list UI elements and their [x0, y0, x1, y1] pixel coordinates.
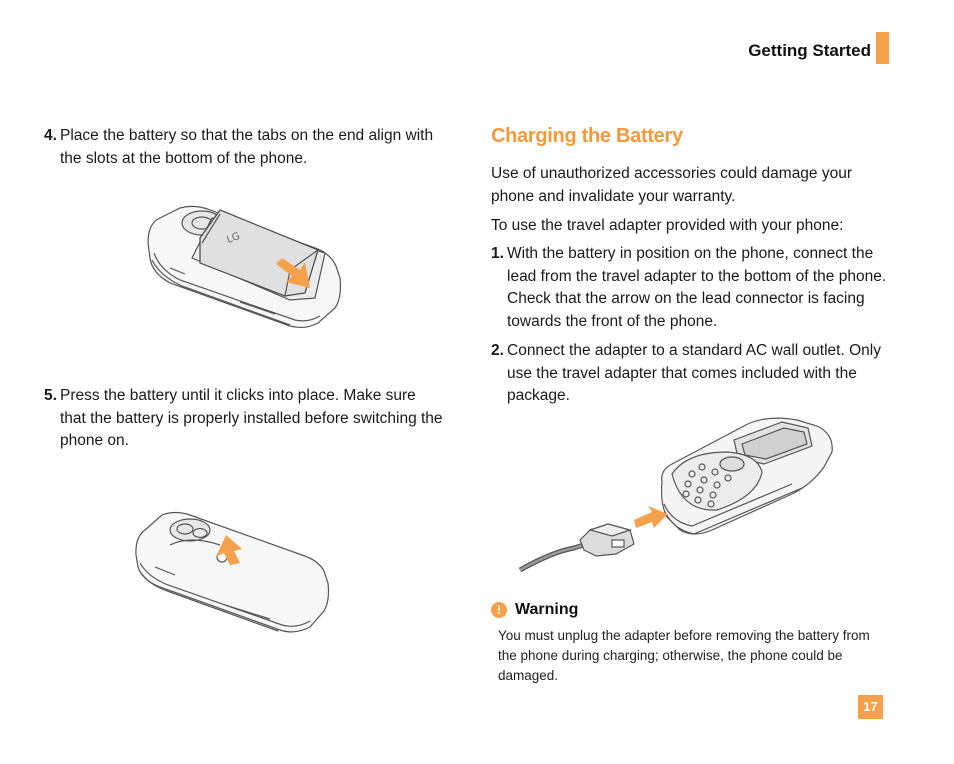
warning-heading: ! Warning: [491, 601, 578, 619]
step-4-number: 4.: [44, 127, 57, 144]
page-number: 17: [858, 695, 883, 719]
step-5: 5. Press the battery until it clicks int…: [44, 385, 444, 453]
press-arrow-icon: [216, 535, 242, 565]
intro-paragraph-1: Use of unauthorized accessories could da…: [491, 165, 853, 205]
section-title: Charging the Battery: [491, 125, 683, 147]
battery-logo: LG: [225, 231, 241, 246]
charge-step-1: 1. With the battery in position on the p…: [491, 243, 891, 333]
charge-step-2-number: 2.: [491, 342, 504, 359]
step-5-number: 5.: [44, 387, 57, 404]
battery-installed-illustration: [135, 511, 330, 633]
battery-insert-illustration: LG: [147, 205, 342, 329]
warning-title: Warning: [515, 601, 579, 618]
step-4: 4. Place the battery so that the tabs on…: [44, 125, 444, 170]
connect-arrow-icon: [634, 506, 668, 528]
step-4-text: Place the battery so that the tabs on th…: [60, 127, 434, 167]
charger-connection-illustration: [518, 417, 833, 573]
header-accent-bar: [876, 32, 889, 64]
section-header: Getting Started: [748, 41, 871, 60]
charge-step-1-text: With the battery in position on the phon…: [507, 245, 887, 330]
warning-text: You must unplug the adapter before remov…: [498, 628, 870, 683]
charge-step-2: 2. Connect the adapter to a standard AC …: [491, 340, 891, 408]
intro-paragraph-2: To use the travel adapter provided with …: [491, 217, 844, 234]
step-5-text: Press the battery until it clicks into p…: [60, 387, 443, 449]
charge-step-2-text: Connect the adapter to a standard AC wal…: [507, 342, 881, 404]
insert-arrow-icon: [276, 258, 310, 288]
charge-step-1-number: 1.: [491, 245, 504, 262]
exclamation-icon: !: [491, 602, 507, 618]
